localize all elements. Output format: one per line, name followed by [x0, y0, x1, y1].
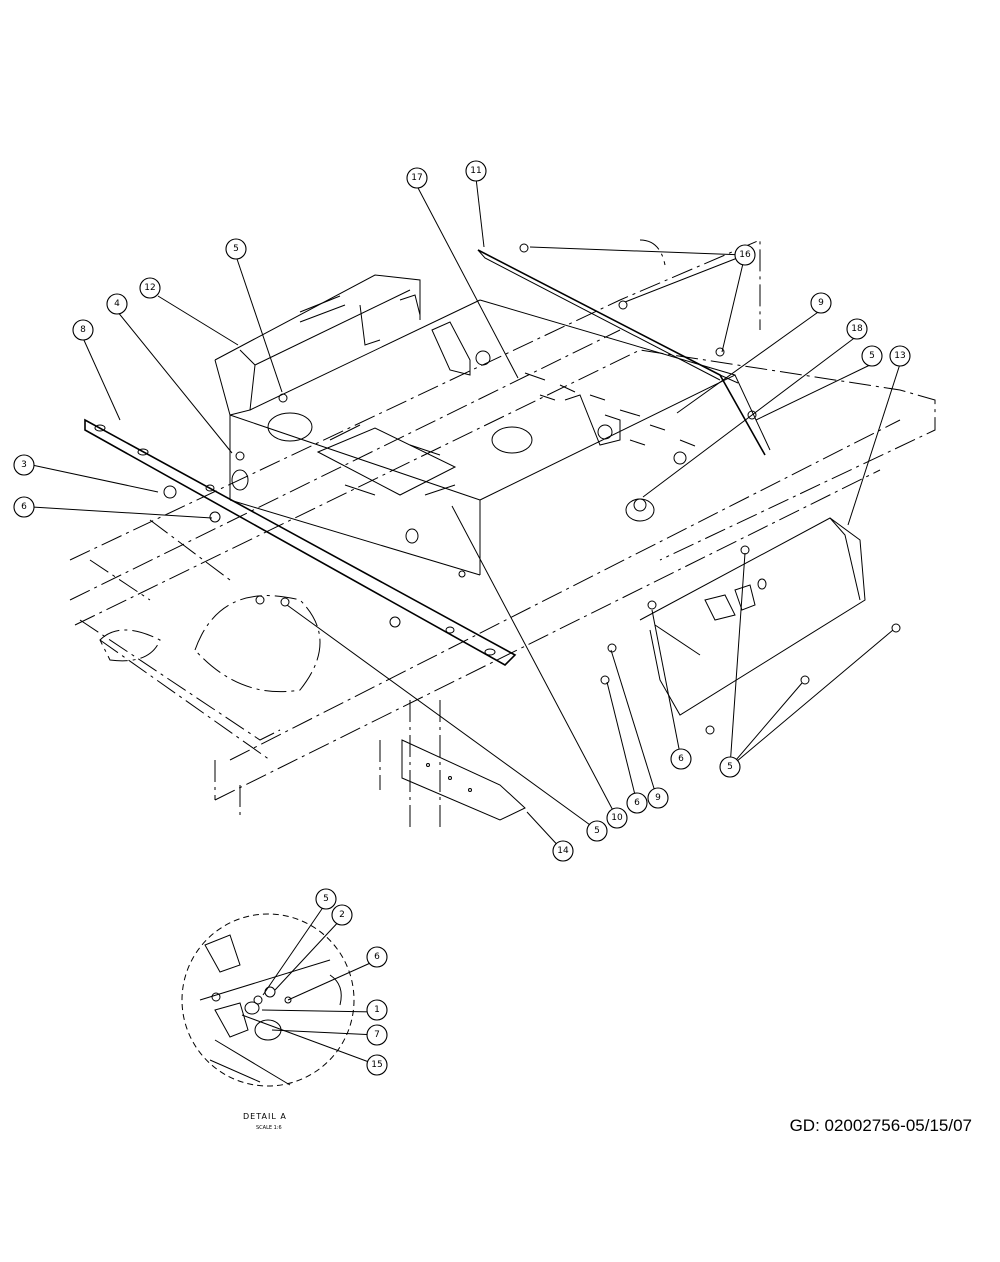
callout-6-bottom: 6: [626, 792, 648, 814]
svg-text:7: 7: [374, 1030, 380, 1040]
svg-text:17: 17: [411, 173, 422, 183]
svg-text:10: 10: [611, 813, 623, 823]
callout-14: 14: [552, 840, 574, 862]
callout-4: 4: [106, 293, 128, 315]
support-bar: [84, 418, 517, 666]
callout-6-detail: 6: [366, 946, 388, 968]
callout-5-right: 5: [861, 345, 883, 367]
callout-10: 10: [606, 807, 628, 829]
svg-text:14: 14: [557, 846, 569, 856]
callout-16: 16: [734, 244, 756, 266]
cover-plate: [477, 249, 766, 456]
callout-5-detail: 5: [315, 888, 337, 910]
svg-text:5: 5: [233, 244, 239, 254]
svg-text:5: 5: [727, 762, 733, 772]
callout-5-guard: 5: [719, 756, 741, 778]
svg-text:6: 6: [21, 502, 27, 512]
detail-a-label: DETAIL A: [243, 1112, 287, 1121]
svg-text:6: 6: [374, 952, 380, 962]
svg-text:9: 9: [818, 298, 824, 308]
svg-text:6: 6: [678, 754, 684, 764]
callout-15: 15: [366, 1054, 388, 1076]
leader-lines: [31, 177, 901, 1066]
callout-9-bottom: 9: [647, 787, 669, 809]
callout-17: 17: [406, 167, 428, 189]
svg-text:5: 5: [594, 826, 600, 836]
callout-3: 3: [13, 454, 35, 476]
frame-phantom-lines: [69, 239, 936, 830]
svg-text:4: 4: [114, 299, 120, 309]
callout-6-right: 6: [670, 748, 692, 770]
svg-text:9: 9: [655, 793, 661, 803]
svg-text:2: 2: [339, 910, 345, 920]
side-guard: [639, 517, 866, 716]
svg-text:5: 5: [869, 351, 875, 361]
lower-bracket: [401, 739, 526, 821]
svg-text:15: 15: [371, 1060, 382, 1070]
callout-11: 11: [465, 160, 487, 182]
callout-7: 7: [366, 1024, 388, 1046]
hardware: [163, 243, 901, 735]
callout-2: 2: [331, 904, 353, 926]
callouts: 17 11 16 5 12 4 8 9 18 5 13 3 6 5 10 6 9…: [13, 160, 911, 1076]
svg-text:13: 13: [894, 351, 905, 361]
callout-18: 18: [846, 318, 868, 340]
callout-9-top: 9: [810, 292, 832, 314]
detail-a-scale: SCALE 1:6: [256, 1125, 282, 1131]
callout-6-left: 6: [13, 496, 35, 518]
callout-13: 13: [889, 345, 911, 367]
svg-text:12: 12: [144, 283, 155, 293]
callout-12: 12: [139, 277, 161, 299]
svg-text:6: 6: [634, 798, 640, 808]
battery-housing: [214, 274, 771, 576]
callout-5-top: 5: [225, 238, 247, 260]
svg-text:8: 8: [80, 325, 86, 335]
svg-text:1: 1: [374, 1005, 380, 1015]
detail-a-view: [181, 913, 355, 1087]
svg-text:18: 18: [851, 324, 863, 334]
svg-text:5: 5: [323, 894, 329, 904]
callout-5-bottom: 5: [586, 820, 608, 842]
svg-text:3: 3: [21, 460, 27, 470]
callout-8: 8: [72, 319, 94, 341]
callout-1: 1: [366, 999, 388, 1021]
svg-text:16: 16: [739, 250, 751, 260]
svg-text:11: 11: [470, 166, 481, 176]
document-id: GD: 02002756-05/15/07: [789, 1116, 972, 1135]
